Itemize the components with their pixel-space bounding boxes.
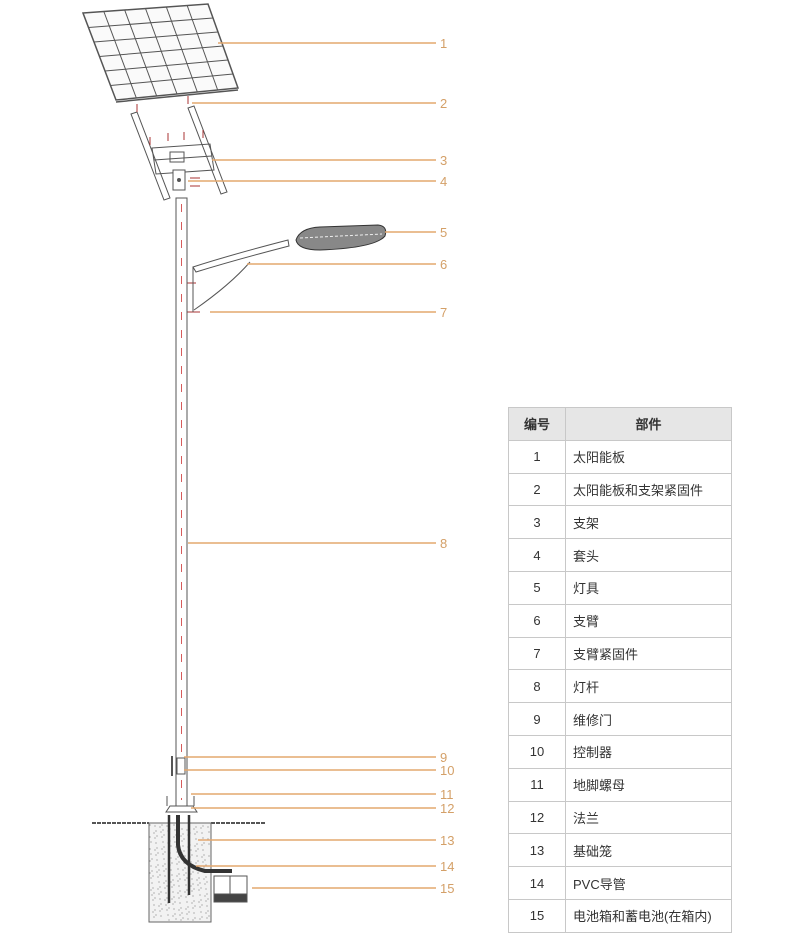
callout-label-12: 12 (440, 801, 455, 816)
callout-label-2: 2 (440, 96, 448, 111)
part-name: 基础笼 (565, 833, 732, 868)
part-name: 支臂 (565, 603, 732, 638)
callout-label-10: 10 (440, 763, 455, 778)
sleeve-head (172, 169, 186, 191)
solar-panel (81, 3, 240, 103)
part-name: 太阳能板和支架紧固件 (565, 472, 732, 507)
concrete-foundation (148, 815, 232, 923)
part-name: 灯具 (565, 570, 732, 605)
part-name: 控制器 (565, 734, 732, 769)
callout-label-13: 13 (440, 833, 455, 848)
battery-box (213, 875, 248, 903)
callout-label-15: 15 (440, 881, 455, 896)
part-name: 太阳能板 (565, 439, 732, 474)
callout-label-8: 8 (440, 536, 448, 551)
flange-anchor-nuts (165, 796, 198, 813)
callout-label-3: 3 (440, 153, 448, 168)
part-number: 4 (508, 538, 566, 572)
table-header-row: 编号 部件 (508, 407, 732, 441)
part-name: 地脚螺母 (565, 767, 732, 802)
callout-label-6: 6 (440, 257, 448, 272)
callout-label-9: 9 (440, 750, 448, 765)
part-number: 11 (508, 767, 566, 802)
bracket (130, 105, 228, 201)
part-number: 10 (508, 734, 566, 769)
part-number: 5 (508, 570, 566, 605)
lamp-arm (192, 239, 290, 312)
callout-label-7: 7 (440, 305, 448, 320)
part-name: PVC导管 (565, 866, 732, 900)
part-number: 3 (508, 505, 566, 540)
part-number: 9 (508, 702, 566, 736)
light-pole (175, 197, 188, 807)
part-name: 维修门 (565, 702, 732, 736)
part-name: 灯杆 (565, 669, 732, 704)
lamp-fixture (295, 224, 387, 251)
part-name: 法兰 (565, 800, 732, 835)
header-part: 部件 (565, 407, 732, 441)
maintenance-door-controller (171, 756, 186, 776)
part-number: 6 (508, 603, 566, 638)
part-number: 7 (508, 636, 566, 671)
callout-label-11: 11 (440, 787, 454, 802)
callout-label-1: 1 (440, 36, 448, 51)
part-name: 支臂紧固件 (565, 636, 732, 671)
part-number: 1 (508, 439, 566, 474)
part-name: 电池箱和蓄电池(在箱内) (565, 898, 732, 933)
part-number: 8 (508, 669, 566, 704)
part-number: 12 (508, 800, 566, 835)
part-name: 支架 (565, 505, 732, 540)
callout-label-4: 4 (440, 174, 448, 189)
part-number: 2 (508, 472, 566, 507)
part-number: 15 (508, 898, 566, 933)
fastener-arrows (136, 96, 204, 313)
part-number: 13 (508, 833, 566, 868)
callout-label-5: 5 (440, 225, 448, 240)
part-name: 套头 (565, 538, 732, 572)
header-number: 编号 (508, 407, 566, 441)
callout-label-14: 14 (440, 859, 455, 874)
part-number: 14 (508, 866, 566, 900)
